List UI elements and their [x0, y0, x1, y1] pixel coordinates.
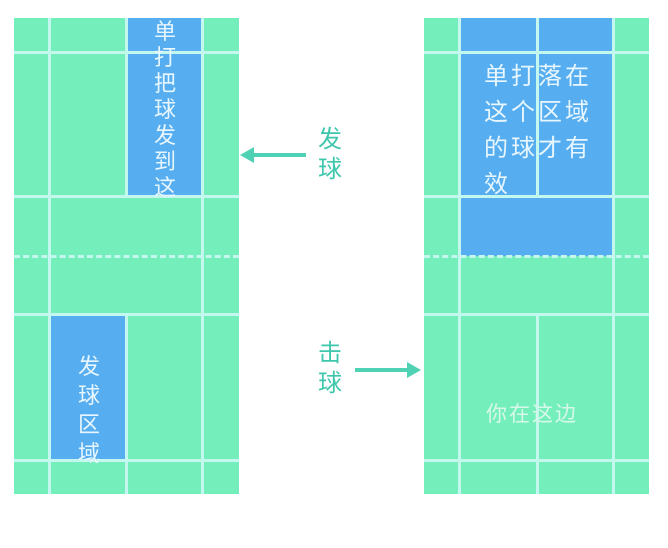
hit-label: 击球 [318, 339, 342, 397]
arrow-left-head-icon [240, 147, 254, 163]
serve-arrow [252, 153, 306, 157]
serve-target-text: 单打把球发到这 [153, 20, 176, 201]
court-line [536, 18, 539, 196]
serve-zone-text: 发球区域 [77, 355, 100, 467]
court-line [125, 18, 128, 196]
net-line [14, 255, 239, 258]
court-line [14, 51, 239, 54]
court-line [424, 51, 649, 54]
court-line [14, 313, 239, 316]
hit-arrow [355, 368, 409, 372]
valid-zone-text: 单打落在这个区域的球才有效 [484, 62, 592, 198]
court-line [14, 459, 239, 462]
right-court: 单打落在这个区域的球才有效 你在这边 [424, 18, 649, 494]
serve-label: 发球 [318, 125, 342, 183]
court-line [125, 314, 128, 494]
serve-zone [50, 316, 125, 459]
player-side-text: 你在这边 [486, 402, 578, 426]
court-line [14, 195, 239, 198]
left-court: 单打把球发到这 发球区域 [14, 18, 239, 494]
net-line [424, 255, 649, 258]
court-line [424, 195, 649, 198]
court-line [424, 313, 649, 316]
court-line [424, 459, 649, 462]
arrow-right-head-icon [407, 362, 421, 378]
singles-serve-target-zone [128, 18, 202, 196]
court-line [536, 314, 539, 494]
